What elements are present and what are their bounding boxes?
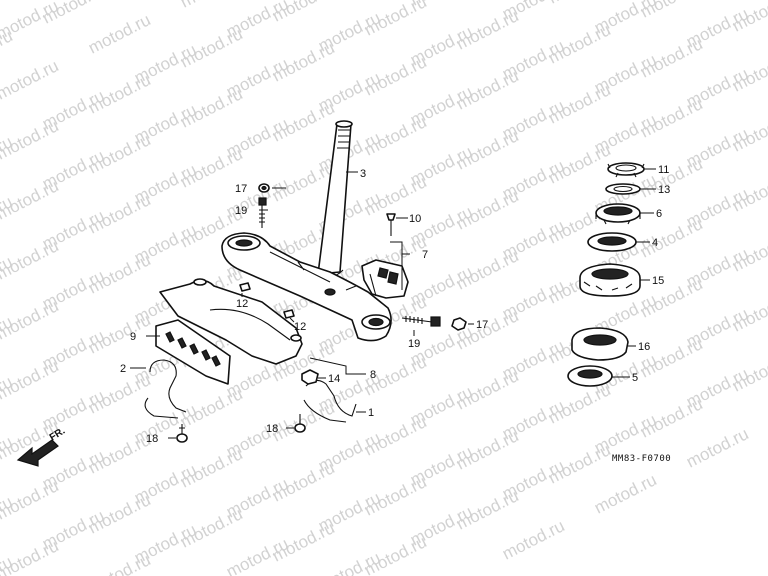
nut-lower: [451, 317, 467, 331]
lock-nut-11: [607, 162, 645, 178]
callout-10: 10: [409, 213, 421, 225]
watermark-text: motod.ru: [361, 0, 429, 40]
callout-13: 13: [658, 184, 670, 196]
watermark-text: motod.ru: [269, 0, 337, 26]
upper-bearing-15: [579, 263, 641, 297]
callout-3: 3: [360, 168, 366, 180]
hose-clip-left: [144, 359, 187, 419]
dust-seal-4: [587, 232, 637, 252]
watermark-text: motod.ru: [0, 56, 62, 103]
screw-12b: [283, 309, 295, 319]
watermark-text: motod.ru: [0, 176, 62, 223]
screw-10: [386, 213, 396, 236]
watermark-text: motod.ru: [591, 470, 659, 517]
watermark-text: motod.ru: [0, 116, 62, 163]
callout-15: 15: [652, 275, 664, 287]
callout-9: 9: [130, 331, 136, 343]
lower-bearing-16: [571, 327, 629, 361]
washer-14: [301, 369, 319, 385]
emblem-plate: [155, 319, 231, 385]
callout-12-right: 12: [294, 321, 306, 333]
watermark-text: motod.ru: [0, 476, 62, 523]
callout-4: 4: [652, 237, 658, 249]
callout-14: 14: [328, 373, 340, 385]
leader-lines: [130, 168, 656, 439]
cable-holder: [361, 259, 409, 299]
bolt-18-right: [294, 414, 306, 433]
callout-11: 11: [658, 164, 669, 176]
callout-1: 1: [368, 407, 374, 419]
callout-17-upper: 17: [235, 183, 247, 195]
callout-6: 6: [656, 208, 662, 220]
callout-5: 5: [632, 372, 638, 384]
nut-upper: [258, 183, 270, 193]
callout-19-lower: 19: [408, 338, 420, 350]
callout-12-left: 12: [236, 298, 248, 310]
watermark-text: motod.ru: [177, 0, 245, 12]
lock-washer-13: [605, 183, 641, 195]
watermark-text: motod.ru: [637, 0, 705, 22]
diagram-code: MM83-F0700: [612, 454, 671, 464]
callout-8: 8: [370, 369, 376, 381]
callout-19-upper: 19: [235, 205, 247, 217]
callout-labels: 3 17 19 10 7 12 12 9 2 8 14 1 18 18 17 1…: [120, 164, 670, 445]
watermark-text: motod.ru: [0, 536, 62, 576]
callout-2: 2: [120, 363, 126, 375]
callout-18-right: 18: [266, 423, 278, 435]
bottom-bridge: [221, 232, 392, 342]
pinch-bolt-upper: [258, 197, 267, 228]
watermark-text: motod.ru: [0, 296, 62, 343]
callout-18-left: 18: [146, 433, 158, 445]
callout-17-lower: 17: [476, 319, 488, 331]
bolt-18-left: [176, 424, 188, 443]
steering-stem: [315, 120, 353, 278]
watermark-text: motod.ru: [0, 236, 62, 283]
watermark-text: motod.ru: [85, 10, 153, 57]
bridge-cover: [159, 278, 303, 365]
watermark-text: motod.ru: [683, 424, 751, 471]
callout-7: 7: [422, 249, 428, 261]
watermark-text: motod.ru: [545, 0, 613, 8]
watermark-text: motod.ru: [85, 550, 153, 576]
watermark-text: motod.ru: [499, 516, 567, 563]
pinch-bolt-lower: [401, 316, 441, 327]
watermark-text: motod.ru: [729, 0, 768, 36]
callout-16: 16: [638, 341, 650, 353]
dust-seal-5: [567, 365, 613, 387]
adjusting-nut-6: [595, 203, 641, 225]
watermark-text: motod.ru: [0, 356, 62, 403]
screw-12a: [239, 282, 251, 292]
